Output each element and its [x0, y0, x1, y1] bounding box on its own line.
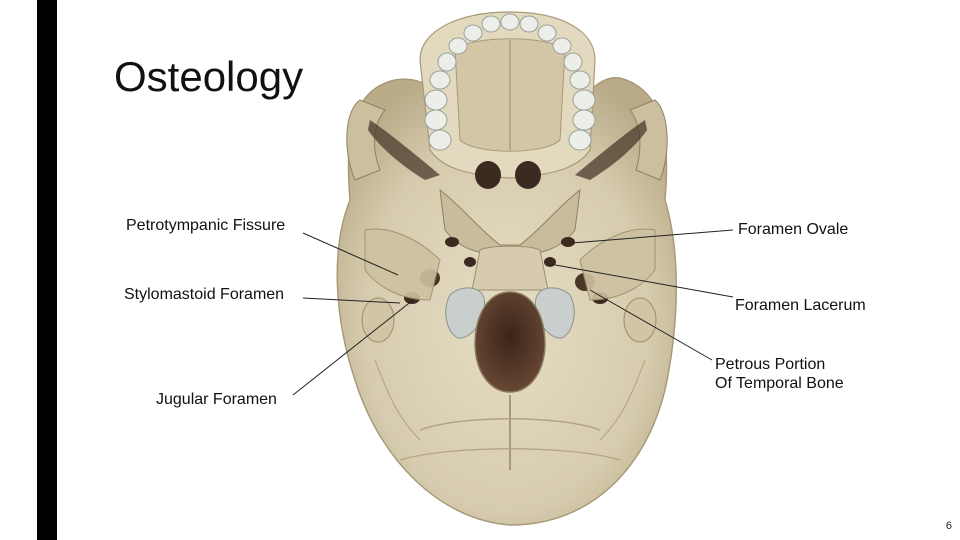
right-choana [515, 161, 541, 189]
label-jugular-foramen: Jugular Foramen [156, 390, 277, 409]
right-mastoid-process [624, 298, 656, 342]
label-petrous-portion: Petrous Portion Of Temporal Bone [715, 355, 844, 393]
label-foramen-lacerum: Foramen Lacerum [735, 296, 866, 315]
foramen-magnum [475, 292, 545, 392]
page-number: 6 [946, 520, 952, 532]
label-petrous-portion-line1: Petrous Portion [715, 355, 844, 374]
left-choana [475, 161, 501, 189]
right-foramen-ovale [561, 237, 575, 247]
left-foramen-lacerum [464, 257, 476, 267]
left-foramen-ovale [445, 237, 459, 247]
label-foramen-ovale: Foramen Ovale [738, 220, 848, 239]
right-foramen-lacerum [544, 257, 556, 267]
label-petrotympanic-fissure: Petrotympanic Fissure [126, 216, 285, 235]
left-mastoid-process [362, 298, 394, 342]
label-petrous-portion-line2: Of Temporal Bone [715, 374, 844, 393]
basilar-occipital [472, 246, 548, 290]
label-stylomastoid-foramen: Stylomastoid Foramen [124, 285, 284, 304]
